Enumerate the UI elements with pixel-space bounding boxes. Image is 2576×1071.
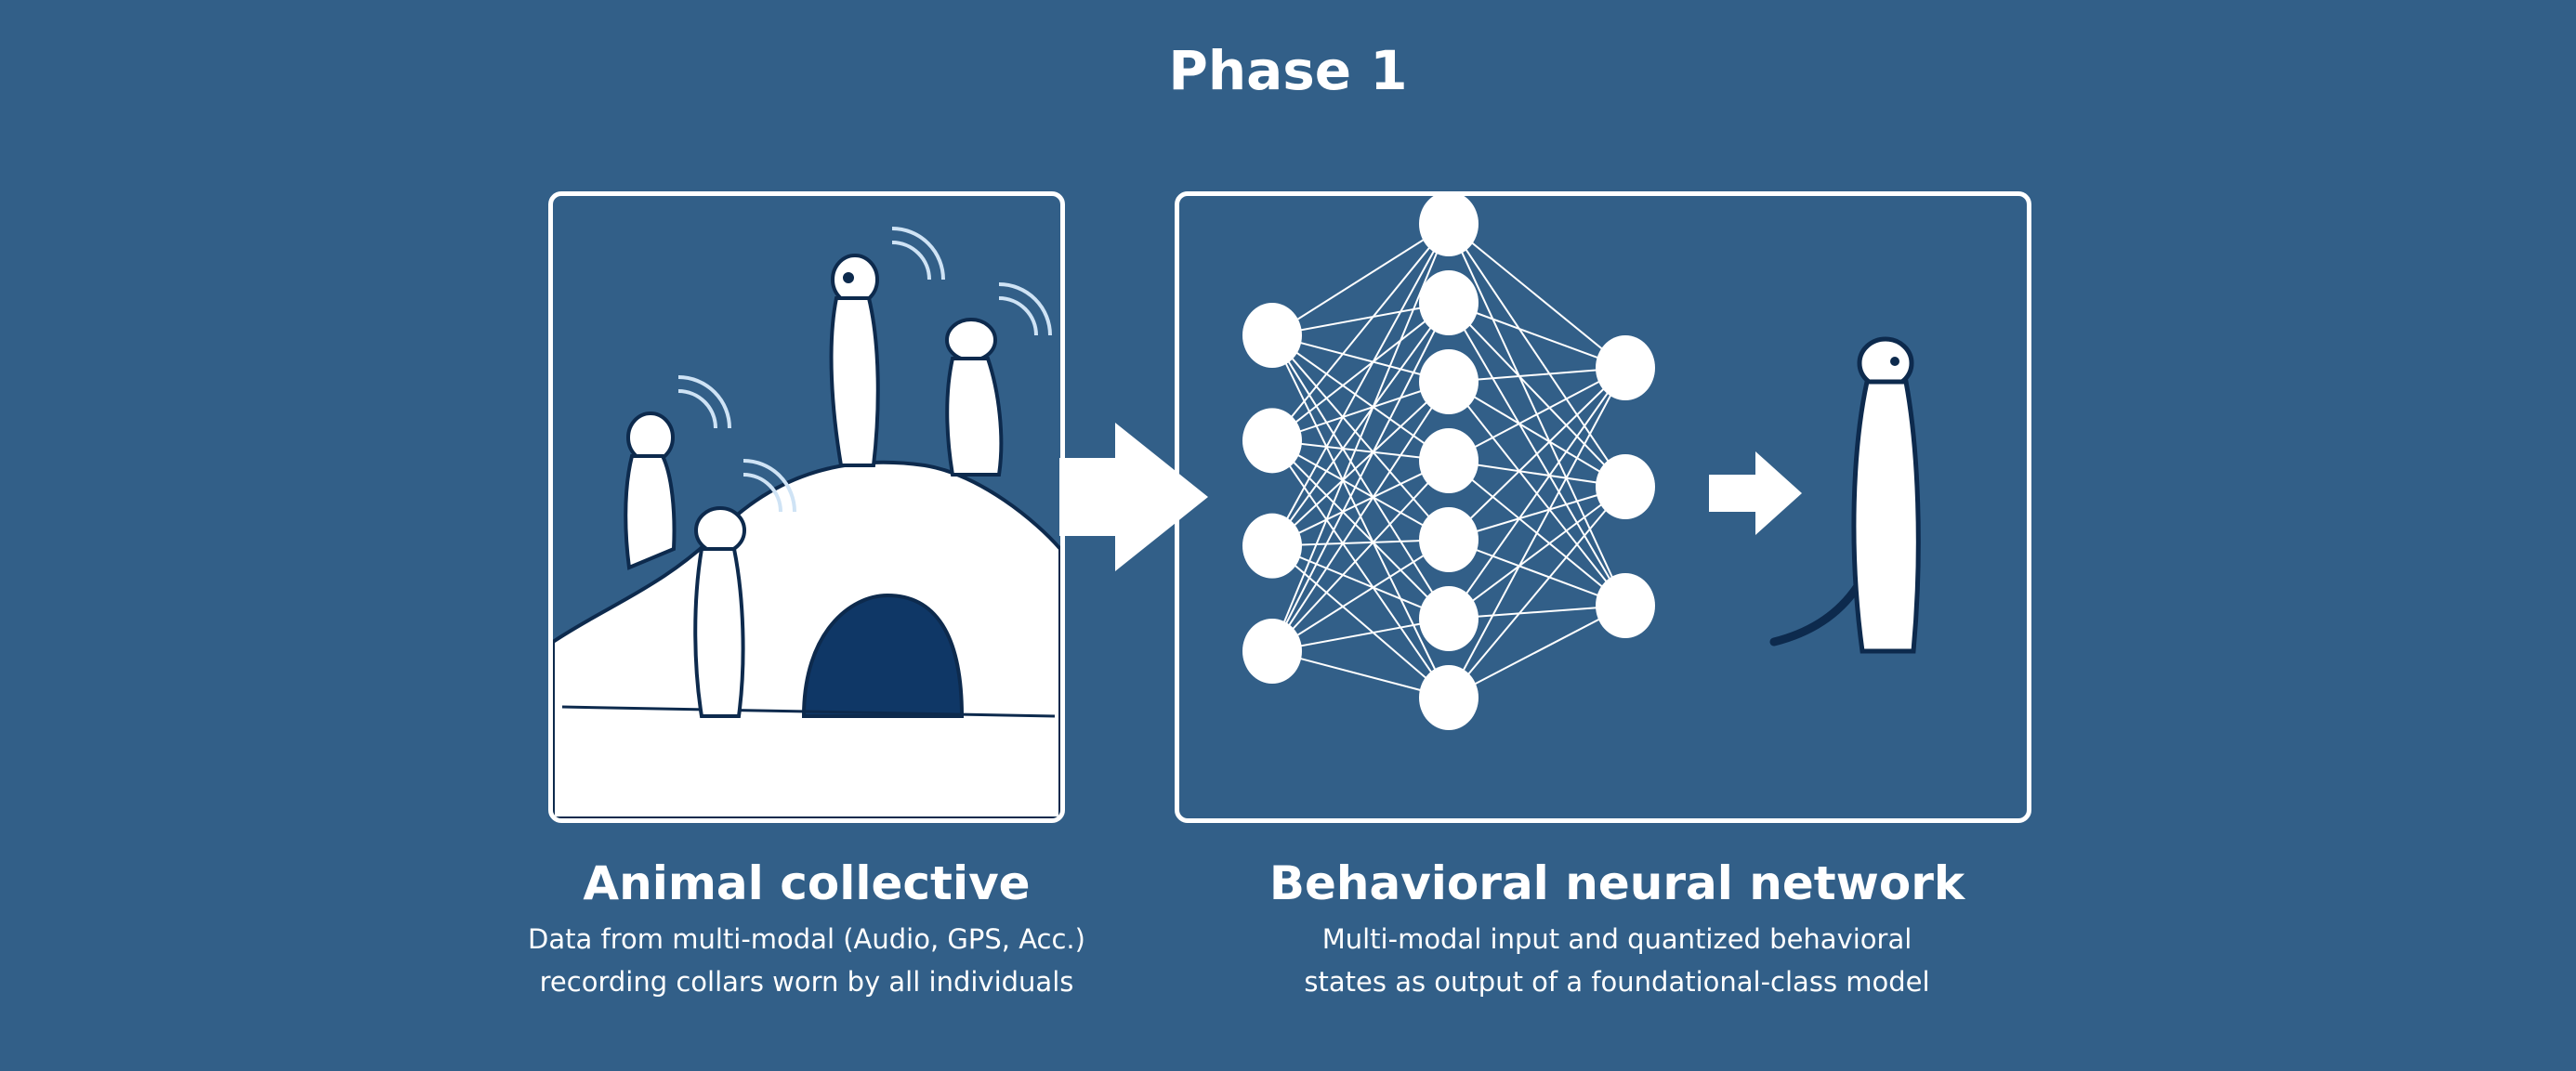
network-edge (1271, 544, 1450, 699)
network-edge (1448, 302, 1626, 369)
network-edge (1448, 367, 1626, 541)
network-edge (1271, 439, 1450, 541)
animal-collective-panel (548, 191, 1065, 823)
network-edge (1448, 367, 1626, 462)
animal-collective-description-line: recording collars worn by all individual… (539, 966, 1074, 998)
network-node-layer-2 (1419, 586, 1479, 651)
neural-network-description-line: Multi-modal input and quantized behavior… (1321, 923, 1912, 955)
neural-network-description-line: states as output of a foundational-class… (1304, 966, 1930, 998)
network-edge (1271, 381, 1450, 652)
network-edge (1448, 223, 1626, 369)
page-title: Phase 1 (1168, 39, 1408, 102)
network-edge (1448, 605, 1626, 699)
meerkats-burrow-icon (553, 227, 1060, 818)
network-edge (1448, 486, 1626, 620)
neural-network-panel (1175, 191, 2031, 823)
animal-collective-heading: Animal collective (583, 856, 1031, 910)
network-node-layer-3 (1596, 454, 1655, 519)
network-edge (1271, 460, 1450, 652)
neural-network-icon (1242, 196, 1921, 730)
network-edge (1271, 544, 1450, 620)
network-edge (1448, 223, 1626, 488)
network-edge (1271, 381, 1450, 442)
network-edge (1271, 539, 1450, 652)
meerkat-right (945, 318, 1004, 477)
network-edge (1271, 302, 1450, 336)
network-node-layer-2 (1419, 665, 1479, 730)
network-edge (1271, 302, 1450, 442)
network-edge (1448, 486, 1626, 699)
network-node-layer-2 (1419, 196, 1479, 256)
network-edge (1448, 486, 1626, 541)
animal-collective-caption: Animal collective Data from multi-modal … (465, 856, 1149, 1003)
neural-network-caption: Behavioral neural network Multi-modal in… (1152, 856, 2082, 1003)
animal-collective-description-line: Data from multi-modal (Audio, GPS, Acc.) (528, 923, 1085, 955)
meerkat-output-icon (1769, 336, 1921, 654)
network-node-layer-1 (1242, 619, 1302, 684)
network-node-layer-2 (1419, 428, 1479, 493)
signal-waves-icon (677, 227, 1052, 513)
network-edge (1448, 539, 1626, 607)
network-node-layer-2 (1419, 507, 1479, 572)
network-edge (1448, 302, 1626, 488)
network-edge (1448, 367, 1626, 620)
arrow-right-icon (1709, 451, 1802, 535)
network-edge (1271, 223, 1450, 547)
network-edge (1271, 439, 1450, 699)
arrow-right-icon (1059, 423, 1208, 571)
network-node-layer-3 (1596, 335, 1655, 400)
network-edge (1271, 381, 1450, 547)
neural-network-heading: Behavioral neural network (1268, 856, 1965, 910)
network-edge (1271, 223, 1450, 652)
network-edge (1271, 223, 1450, 441)
meerkat-front (693, 506, 746, 718)
network-node-layer-2 (1419, 349, 1479, 414)
network-node-layer-3 (1596, 573, 1655, 638)
network-node-layer-1 (1242, 303, 1302, 368)
network-edge (1271, 223, 1450, 336)
network-edge (1271, 460, 1450, 547)
network-edge (1448, 367, 1626, 699)
network-node-layer-2 (1419, 270, 1479, 335)
network-edge (1448, 381, 1626, 488)
network-edge (1271, 650, 1450, 699)
network-node-layer-1 (1242, 513, 1302, 579)
network-edge (1271, 334, 1450, 383)
network-edge (1271, 618, 1450, 652)
network-edge (1271, 439, 1450, 620)
network-edge (1271, 334, 1450, 462)
meerkat-left (624, 411, 677, 570)
network-node-layer-1 (1242, 408, 1302, 474)
network-edge (1271, 302, 1450, 547)
network-edge (1271, 302, 1450, 652)
meerkat-top (829, 254, 880, 467)
